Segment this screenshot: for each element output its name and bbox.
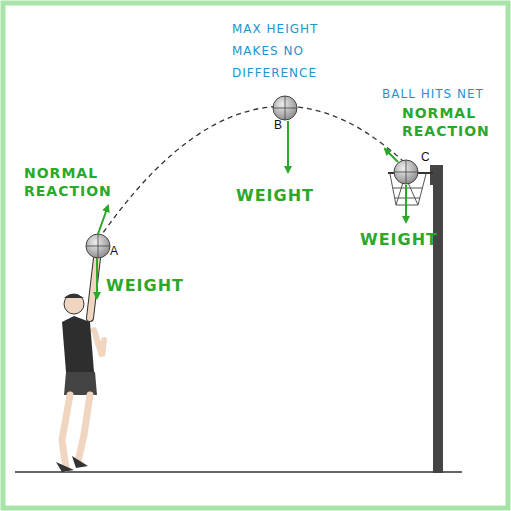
frame xyxy=(3,3,508,508)
force-arrow xyxy=(385,149,398,162)
player-head xyxy=(64,294,84,314)
ball-seams xyxy=(394,160,418,184)
force-label: WEIGHT xyxy=(360,230,438,250)
force-arrow xyxy=(96,258,98,298)
ball-a xyxy=(86,234,110,258)
player-shirt xyxy=(62,316,94,372)
point-label: B xyxy=(274,118,282,132)
player xyxy=(56,258,104,472)
backboard xyxy=(430,165,434,185)
ground-line xyxy=(15,471,462,473)
force-label: WEIGHT xyxy=(106,276,184,296)
player-shorts xyxy=(64,372,97,395)
note-text: MAX HEIGHT MAKES NO DIFFERENCE xyxy=(232,18,350,84)
ball-seams xyxy=(86,234,110,258)
hoop-pole xyxy=(433,165,443,473)
force-label: NORMAL REACTION xyxy=(24,164,134,200)
note-text: BALL HITS NET xyxy=(382,86,484,102)
player-legs xyxy=(62,395,90,468)
player-hair xyxy=(64,294,84,298)
force-label: NORMAL REACTION xyxy=(402,104,502,140)
player-other-arm xyxy=(94,330,104,356)
force-arrow xyxy=(287,121,289,172)
point-label: A xyxy=(110,244,118,258)
ball-b xyxy=(273,96,297,120)
force-arrow xyxy=(98,206,108,234)
player-shoes xyxy=(56,456,88,472)
point-label: C xyxy=(421,150,430,164)
player-arm-skin xyxy=(90,258,97,318)
force-label: WEIGHT xyxy=(236,186,314,206)
player-arm xyxy=(90,258,97,318)
force-arrow xyxy=(405,185,407,222)
ball-c xyxy=(394,160,418,184)
ball-seams xyxy=(273,96,297,120)
trajectory xyxy=(98,106,404,240)
